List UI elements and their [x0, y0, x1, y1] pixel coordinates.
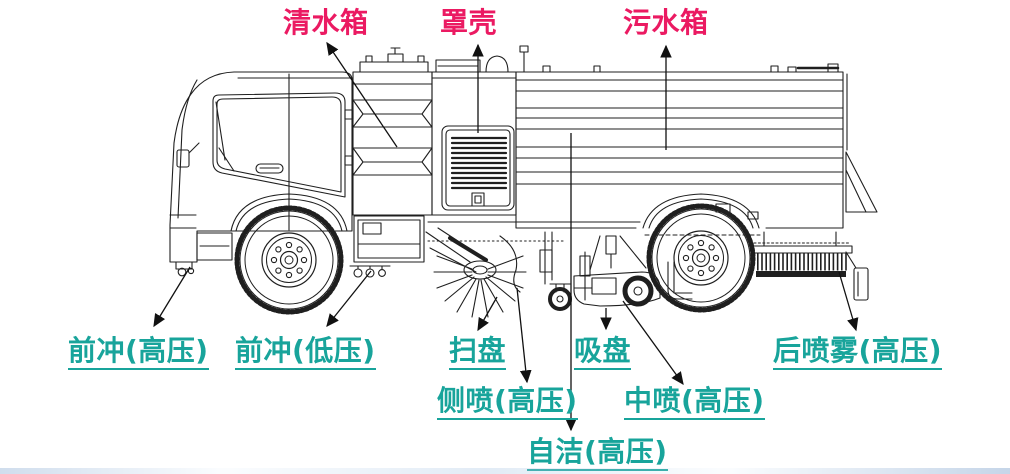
- rear-wheel: [649, 206, 753, 310]
- label-sewage-water-tank: 污水箱: [623, 6, 709, 39]
- cab: [169, 71, 353, 277]
- sewage-water-tank-part: [515, 45, 878, 229]
- suction-mouth-part: [499, 231, 693, 311]
- callout-arrows: [153, 41, 859, 432]
- label-sweep-disc: 扫盘: [449, 335, 507, 371]
- label-clean-water-tank: 清水箱: [283, 6, 369, 39]
- arrow-front-flush-high: [153, 266, 191, 328]
- rear-spray-part: [751, 231, 869, 301]
- arrow-sweep-disc: [477, 296, 498, 332]
- chassis: [349, 215, 761, 278]
- arrow-clean-water-tank: [326, 41, 398, 148]
- label-front-flush-low-pressure: 前冲(低压): [235, 335, 376, 371]
- label-cover-shell: 罩壳: [440, 6, 498, 39]
- label-self-clean-high-pressure: 自洁(高压): [527, 436, 668, 472]
- arrow-side-spray: [516, 287, 532, 384]
- arrow-rear-spray: [838, 271, 859, 332]
- cover-shell-part: [431, 55, 517, 216]
- label-front-flush-high-pressure: 前冲(高压): [68, 335, 209, 371]
- rear-fender: [642, 193, 760, 229]
- label-rear-spray-high-pressure: 后喷雾(高压): [773, 335, 943, 371]
- label-middle-spray-high-pressure: 中喷(高压): [624, 385, 765, 421]
- label-side-spray-high-pressure: 侧喷(高压): [437, 385, 578, 421]
- arrow-middle-spray: [622, 300, 684, 386]
- bottom-edge-tint: [0, 468, 1010, 474]
- sweep-disc-part: [425, 227, 527, 318]
- clean-water-tank-part: [344, 47, 433, 216]
- label-suction-mouth: 吸盘: [574, 335, 632, 371]
- arrow-front-flush-low: [326, 270, 372, 328]
